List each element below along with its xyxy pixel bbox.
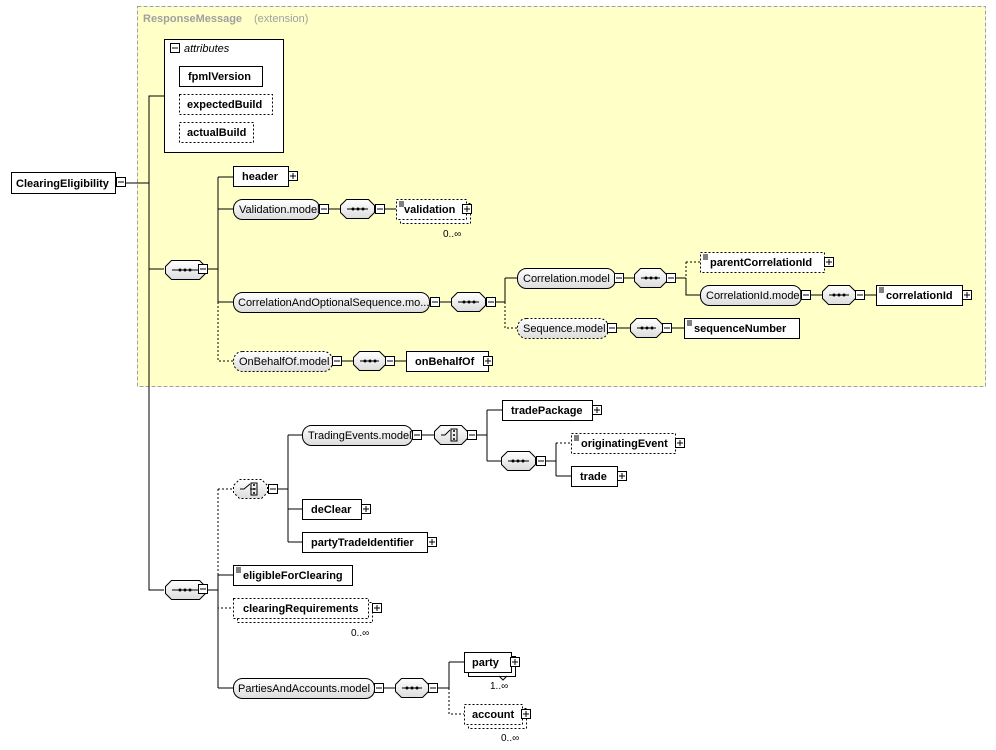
connectors [126,95,876,689]
attribute-fpml-version-label: fpmlVersion [188,71,251,83]
element-on-behalf-of-label: onBehalfOf [415,356,475,368]
validation-occurrence: 0..∞ [443,229,461,240]
party-key-marker [498,675,508,681]
element-clearing-requirements-label: clearingRequirements [243,603,359,615]
attributes-title: attributes [184,43,230,55]
element-sequence-number-label: sequenceNumber [694,323,787,335]
element-correlation-id-label: correlationId [886,290,953,302]
attribute-expected-build[interactable] [179,94,273,115]
group-validation-model-label: Validation.model [239,204,320,216]
attribute-actual-build-label: actualBuild [187,127,246,139]
element-de-clear-label: deClear [311,504,352,516]
element-sequence-number[interactable] [684,318,800,339]
element-account-label: account [472,709,515,721]
element-eligible-for-clearing-label: eligibleForClearing [243,570,343,582]
connectors-optional [217,261,700,715]
group-correlation-and-optional-sequence-model[interactable] [233,292,430,313]
group-parties-and-accounts-model-label: PartiesAndAccounts.model [238,683,370,695]
attribute-actual-build[interactable] [179,122,254,143]
element-validation-label: validation [404,204,456,216]
party-occurrence: 1..∞ [490,681,508,692]
attribute-fpml-version[interactable] [179,66,263,87]
element-header-label: header [242,171,279,183]
group-correlation-id-model-label: CorrelationId.model [706,290,802,302]
root-element-label: ClearingEligibility [16,178,110,190]
group-correlation-model-label: Correlation.model [523,273,610,285]
element-parent-correlation-id-label: parentCorrelationId [710,257,812,269]
attribute-expected-build-label: expectedBuild [187,99,262,111]
element-party-trade-identifier-label: partyTradeIdentifier [311,537,414,549]
extension-suffix: (extension) [254,13,308,25]
element-eligible-for-clearing[interactable] [233,565,353,586]
group-on-behalf-of-model-label: OnBehalfOf.model [239,356,330,368]
extension-title: ResponseMessage [143,13,242,25]
group-trading-events-model-label: TradingEvents.model [308,430,412,442]
group-sequence-model-label: Sequence.model [523,323,606,335]
element-clearing-requirements[interactable] [233,598,369,619]
root-element-clearing-eligibility[interactable] [11,172,116,194]
element-originating-event-label: originatingEvent [581,438,668,450]
element-party-label: party [472,657,500,669]
element-trade-label: trade [580,471,607,483]
account-occurrence: 0..∞ [501,733,519,744]
clearing-requirements-occurrence: 0..∞ [351,628,369,639]
group-correlation-and-optional-sequence-model-label: CorrelationAndOptionalSequence.mo... [238,297,429,309]
element-trade-package-label: tradePackage [511,405,583,417]
